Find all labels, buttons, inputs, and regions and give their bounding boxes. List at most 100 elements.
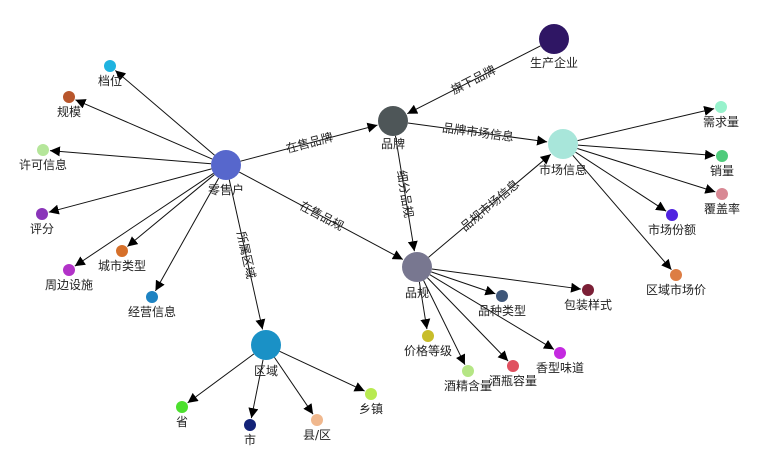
node-alcohol[interactable]: 酒精含量	[444, 365, 492, 393]
node-label: 品规	[405, 285, 429, 300]
node-label: 市场信息	[539, 162, 587, 177]
node-town[interactable]: 乡镇	[359, 388, 383, 416]
node-packaging[interactable]: 包装样式	[564, 284, 612, 312]
edge-retailer-to-rating	[48, 168, 212, 215]
node-spec[interactable]: 品规	[402, 252, 432, 300]
node-market[interactable]: 市场信息	[539, 129, 587, 177]
node-label: 规模	[57, 104, 81, 119]
node-label: 价格等级	[404, 343, 452, 358]
edge-labels-layer: 在售品牌在售品规所属区域旗下品牌品牌市场信息细分品规品规市场信息	[234, 62, 522, 280]
node-aroma[interactable]: 香型味道	[536, 347, 584, 375]
edge-retailer-to-scale	[75, 99, 213, 160]
edge-manufacturer-to-brand	[407, 45, 541, 115]
edge-region-to-province	[187, 353, 255, 404]
node-label: 品种类型	[478, 304, 526, 318]
node-circle[interactable]	[715, 101, 727, 113]
node-circle[interactable]	[422, 330, 434, 342]
node-circle[interactable]	[244, 419, 256, 431]
edge-market-to-sales	[577, 144, 716, 160]
edge-retailer-to-license	[49, 146, 212, 165]
node-circle[interactable]	[365, 388, 377, 400]
node-circle[interactable]	[36, 208, 48, 220]
node-label: 需求量	[703, 115, 739, 129]
node-label: 生产企业	[530, 55, 578, 70]
edge-brand-to-market	[407, 122, 548, 146]
edge-spec-to-aroma	[429, 274, 555, 350]
edge-region-to-town	[279, 350, 365, 392]
node-grade[interactable]: 档位	[98, 60, 122, 88]
node-retailer[interactable]: 零售户	[208, 150, 244, 197]
node-circle[interactable]	[582, 284, 594, 296]
node-scale[interactable]: 规模	[57, 91, 81, 119]
edge-label: 品牌市场信息	[441, 120, 514, 145]
node-county[interactable]: 县/区	[303, 414, 331, 442]
node-label: 香型味道	[536, 361, 584, 375]
node-rating[interactable]: 评分	[30, 208, 54, 236]
node-circle[interactable]	[378, 106, 408, 136]
edge-label: 品规市场信息	[457, 176, 522, 234]
node-sales[interactable]: 销量	[710, 150, 734, 178]
edge-retailer-to-biz_info	[154, 177, 220, 292]
node-label: 档位	[98, 73, 122, 88]
node-coverage[interactable]: 覆盖率	[704, 188, 740, 216]
node-circle[interactable]	[666, 209, 678, 221]
node-circle[interactable]	[496, 290, 508, 302]
node-circle[interactable]	[670, 269, 682, 281]
node-label: 市	[244, 432, 256, 447]
node-circle[interactable]	[462, 365, 474, 377]
node-label: 经营信息	[128, 304, 176, 319]
node-surroundings[interactable]: 周边设施	[45, 264, 93, 292]
node-circle[interactable]	[63, 91, 75, 103]
node-biz_info[interactable]: 经营信息	[128, 291, 176, 319]
edge-retailer-to-spec	[238, 171, 404, 260]
node-label: 酒瓶容量	[489, 373, 537, 388]
node-label: 区域	[254, 364, 278, 378]
node-province[interactable]: 省	[176, 401, 188, 429]
node-circle[interactable]	[176, 401, 188, 413]
node-circle[interactable]	[116, 245, 128, 257]
edge-spec-to-packaging	[431, 268, 582, 293]
node-circle[interactable]	[311, 414, 323, 426]
edge-label: 所属区域	[234, 230, 258, 280]
edge-retailer-to-region	[228, 179, 266, 330]
node-circle[interactable]	[37, 144, 49, 156]
edge-retailer-to-city_type	[127, 174, 215, 247]
node-variety[interactable]: 品种类型	[478, 290, 526, 318]
node-brand[interactable]: 品牌	[378, 106, 408, 151]
node-market_share[interactable]: 市场份额	[648, 209, 696, 237]
node-city_type[interactable]: 城市类型	[98, 245, 146, 273]
node-city[interactable]: 市	[244, 419, 256, 447]
node-circle[interactable]	[539, 24, 569, 54]
node-price_level[interactable]: 价格等级	[404, 330, 452, 358]
node-circle[interactable]	[554, 347, 566, 359]
edges-layer	[48, 45, 716, 419]
node-circle[interactable]	[507, 360, 519, 372]
node-label: 县/区	[303, 428, 331, 442]
node-circle[interactable]	[104, 60, 116, 72]
node-circle[interactable]	[716, 150, 728, 162]
node-circle[interactable]	[548, 129, 578, 159]
node-circle[interactable]	[251, 330, 281, 360]
node-demand[interactable]: 需求量	[703, 101, 739, 129]
node-region[interactable]: 区域	[251, 330, 281, 378]
node-label: 评分	[30, 222, 54, 236]
node-circle[interactable]	[402, 252, 432, 282]
node-bottle[interactable]: 酒瓶容量	[489, 360, 537, 388]
node-label: 许可信息	[19, 157, 67, 172]
node-circle[interactable]	[716, 188, 728, 200]
node-regional_price[interactable]: 区域市场价	[646, 269, 706, 297]
edge-market-to-regional_price	[572, 155, 672, 271]
edge-label: 在售品规	[297, 198, 346, 234]
edge-market-to-coverage	[577, 148, 716, 194]
edge-region-to-county	[274, 357, 314, 415]
node-circle[interactable]	[211, 150, 241, 180]
node-manufacturer[interactable]: 生产企业	[530, 24, 578, 70]
node-label: 酒精含量	[444, 378, 492, 393]
node-circle[interactable]	[146, 291, 158, 303]
node-circle[interactable]	[63, 264, 75, 276]
edge-retailer-to-grade	[114, 70, 215, 156]
node-label: 销量	[710, 164, 734, 178]
node-label: 区域市场价	[646, 282, 706, 297]
node-license[interactable]: 许可信息	[19, 144, 67, 172]
